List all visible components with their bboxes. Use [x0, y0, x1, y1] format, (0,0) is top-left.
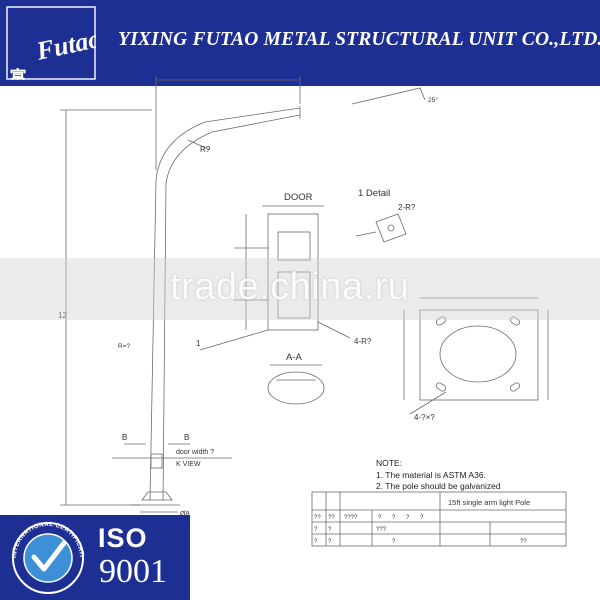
title-cell: ?? — [520, 539, 527, 545]
title-cell: ? — [314, 539, 318, 545]
door-window-upper — [277, 231, 311, 261]
holes-label: 4-R? — [354, 337, 372, 346]
detail-hole-label: 2-R? — [398, 203, 416, 212]
angle-detail — [351, 87, 426, 105]
section-a-label: A-A — [286, 352, 303, 363]
door-frame — [267, 213, 319, 331]
base-plate — [141, 491, 173, 501]
title-cell: ???? — [344, 515, 358, 521]
bolt-leader — [409, 391, 447, 415]
pole-door-opening — [150, 453, 163, 469]
futao-logo: 富陶 Futao — [6, 6, 96, 80]
base-dim-label: Ø8 — [180, 511, 189, 518]
title-cell: ? — [420, 515, 424, 521]
radius-leader — [187, 139, 211, 151]
pole-shaft-left — [149, 107, 301, 501]
title-cell: ? — [328, 539, 332, 545]
base-plate-plan — [419, 309, 539, 401]
section-a-ellipse — [267, 371, 325, 405]
door-window-lower — [277, 271, 311, 319]
door-leader — [199, 329, 269, 351]
title-cell: ?? — [314, 515, 321, 521]
title-cell: ?? — [328, 515, 335, 521]
bolt-slot-2 — [509, 316, 521, 326]
bolt-slot-1 — [435, 316, 447, 326]
detail-leader — [355, 231, 377, 237]
holes-leader — [317, 321, 351, 339]
iso-seal-icon: INTERNATIONAL CERTIFICATIONS — [6, 519, 85, 594]
header-banner — [0, 0, 600, 86]
title-cell: ? — [392, 539, 396, 545]
detail-hole — [387, 224, 395, 232]
title-block-title: 15ft single arm light Pole — [448, 498, 530, 507]
watermark-band — [0, 258, 600, 320]
detail-tab — [375, 213, 407, 243]
iso-label: ISO — [98, 523, 148, 553]
item-marker: 1 — [196, 339, 201, 348]
pole-shaft-right — [162, 114, 301, 501]
section-b-mark-right: B — [184, 433, 189, 442]
title-cell: ? — [406, 515, 410, 521]
arm-radius-label: R=? — [118, 343, 130, 350]
radius-label: R? — [200, 145, 211, 154]
logo-glyphs: 富陶 — [7, 67, 27, 80]
detail-label: 1 Detail — [358, 188, 390, 199]
door-label: DOOR — [284, 192, 313, 203]
section-b-mark-left: B — [122, 433, 127, 442]
title-cell: ? — [392, 515, 396, 521]
title-cell: ? — [378, 515, 382, 521]
watermark-text: trade.china.ru — [170, 266, 410, 308]
angle-mark: 25° — [428, 96, 438, 104]
title-cell: ? — [328, 527, 332, 533]
bolt-holes-label: 4-?×? — [414, 413, 435, 422]
notes-line-2: 2. The pole should be galvanized — [376, 481, 501, 491]
height-label: 12 — [58, 311, 67, 320]
bolt-slot-3 — [435, 382, 447, 392]
iso-number: 9001 — [99, 553, 167, 590]
k-view-label: K VIEW — [176, 461, 201, 468]
title-block — [311, 491, 567, 547]
door-width-label: door width ? — [176, 449, 214, 456]
notes-block: NOTE: 1. The material is ASTM A36. 2. Th… — [376, 458, 501, 493]
bolt-slot-4 — [509, 382, 521, 392]
base-plate-hole — [439, 325, 517, 383]
notes-line-1: 1. The material is ASTM A36. — [376, 469, 486, 480]
title-cell: ??? — [376, 527, 387, 533]
title-cell: ? — [314, 527, 318, 533]
company-name: YIXING FUTAO METAL STRUCTURAL UNIT CO.,L… — [118, 29, 600, 50]
notes-heading: NOTE: — [376, 458, 402, 468]
